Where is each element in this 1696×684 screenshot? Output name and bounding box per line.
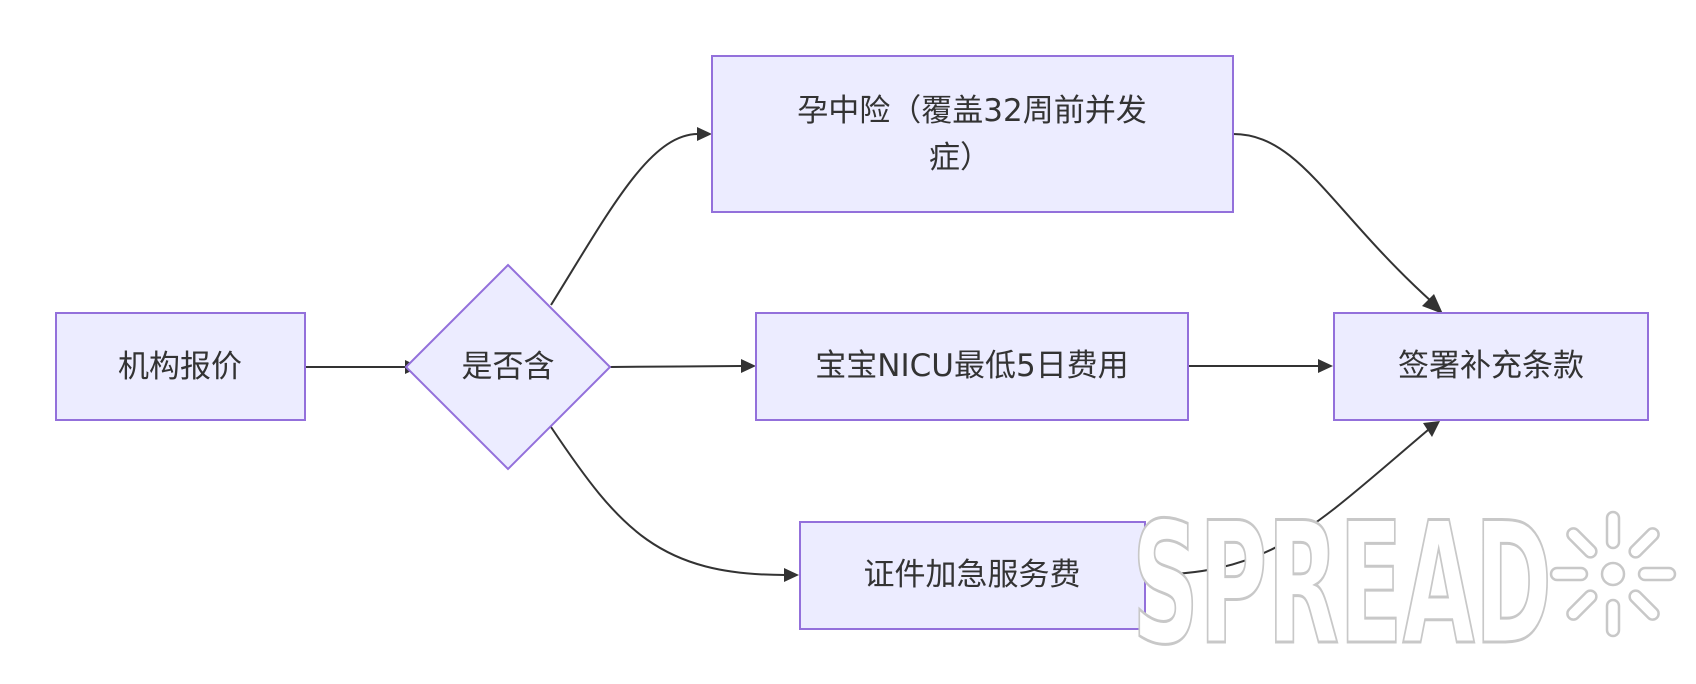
node-docs[interactable]: 证件加急服务费 — [799, 521, 1146, 630]
watermark-logo: SPREAD — [1131, 485, 1677, 684]
node-maternity[interactable]: 孕中险（覆盖32周前并发 症） — [711, 55, 1234, 213]
edge-maternity-to-sign — [1232, 133, 1433, 303]
node-maternity-label-line1: 孕中险（覆盖32周前并发 — [797, 93, 1146, 129]
watermark-text: SPREAD — [1132, 486, 1552, 682]
edges — [305, 127, 1443, 582]
edge-decision-to-nicu — [609, 365, 742, 368]
node-decision-label: 是否含 — [462, 349, 555, 385]
arrowhead-maternity-to-sign — [1422, 294, 1443, 314]
node-quote[interactable]: 机构报价 — [55, 312, 306, 421]
edge-docs-to-sign — [1144, 429, 1429, 576]
arrowhead-docs-to-sign — [1423, 421, 1440, 437]
edge-decision-to-maternity — [550, 133, 699, 306]
node-nicu-label: 宝宝NICU最低5日费用 — [815, 348, 1128, 384]
sunburst-icon — [1549, 510, 1677, 638]
node-docs-label: 证件加急服务费 — [864, 557, 1081, 593]
node-sign-label: 签署补充条款 — [1398, 348, 1584, 384]
node-decision[interactable]: 是否含 — [404, 263, 612, 471]
node-maternity-label-line2: 症） — [929, 140, 991, 176]
node-quote-label: 机构报价 — [118, 349, 242, 385]
arrowhead-decision-to-docs — [784, 568, 799, 582]
node-sign[interactable]: 签署补充条款 — [1333, 312, 1649, 421]
node-nicu[interactable]: 宝宝NICU最低5日费用 — [755, 312, 1189, 421]
arrowhead-decision-to-maternity — [697, 127, 712, 141]
edge-decision-to-docs — [550, 426, 786, 576]
arrowhead-decision-to-nicu — [741, 359, 756, 373]
arrowhead-nicu-to-sign — [1318, 359, 1333, 373]
